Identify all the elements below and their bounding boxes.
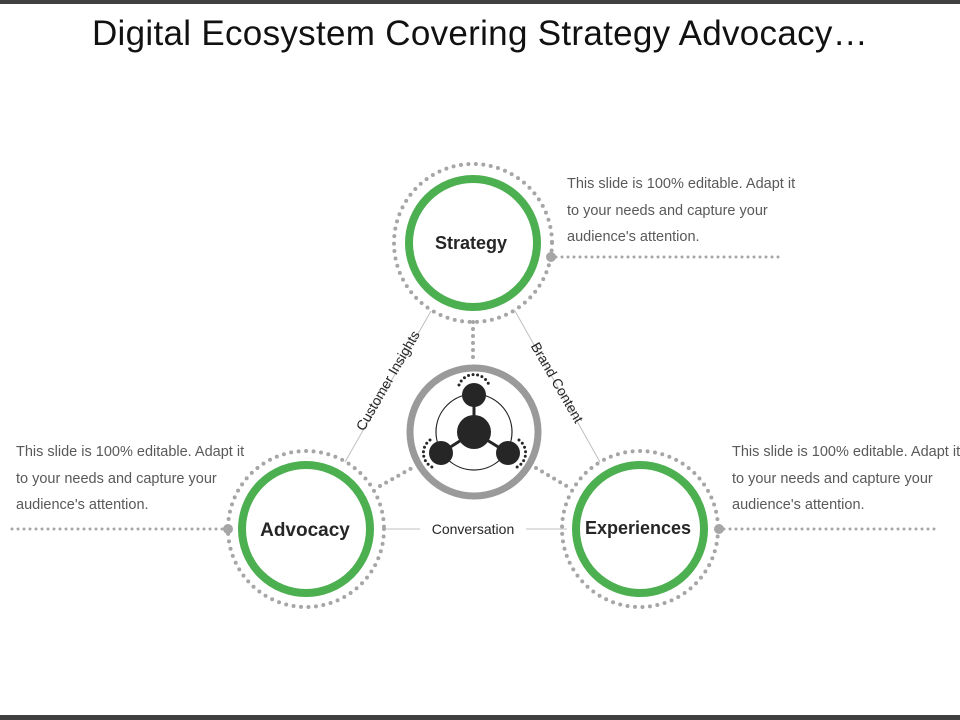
top-border bbox=[0, 0, 960, 4]
bottom-border bbox=[0, 715, 960, 720]
strategy-dotted-ring bbox=[392, 162, 554, 324]
advocacy-green-ring bbox=[238, 461, 374, 597]
experiences-label: Experiences bbox=[585, 518, 691, 538]
strategy-green-ring bbox=[405, 175, 541, 311]
advocacy-label: Advocacy bbox=[260, 520, 350, 541]
hub bbox=[406, 364, 542, 500]
dotted-link-experiences-hub bbox=[534, 466, 572, 490]
experiences-green-ring bbox=[572, 461, 708, 597]
description-strategy: This slide is 100% editable. Adapt it to… bbox=[567, 176, 796, 245]
advocacy-dotted-ring bbox=[226, 449, 386, 609]
node-strategy: Strategy bbox=[392, 162, 554, 324]
strategy-label: Strategy bbox=[435, 233, 507, 253]
node-experiences: Experiences bbox=[560, 449, 720, 609]
leader-end-dot-advocacy bbox=[223, 524, 233, 534]
dotted-link-advocacy-hub bbox=[378, 466, 414, 488]
experiences-dotted-ring bbox=[560, 449, 720, 609]
node-advocacy: Advocacy bbox=[226, 449, 386, 609]
conversation-label: Conversation bbox=[432, 521, 515, 537]
description-advocacy: This slide is 100% editable. Adapt it to… bbox=[16, 444, 245, 513]
slide-title: Digital Ecosystem Covering Strategy Advo… bbox=[91, 14, 869, 53]
description-experiences: This slide is 100% editable. Adapt it to… bbox=[732, 444, 960, 513]
share-network-icon bbox=[421, 373, 528, 471]
connector-brand-content bbox=[514, 310, 601, 463]
connector-customer-insights bbox=[344, 310, 432, 463]
